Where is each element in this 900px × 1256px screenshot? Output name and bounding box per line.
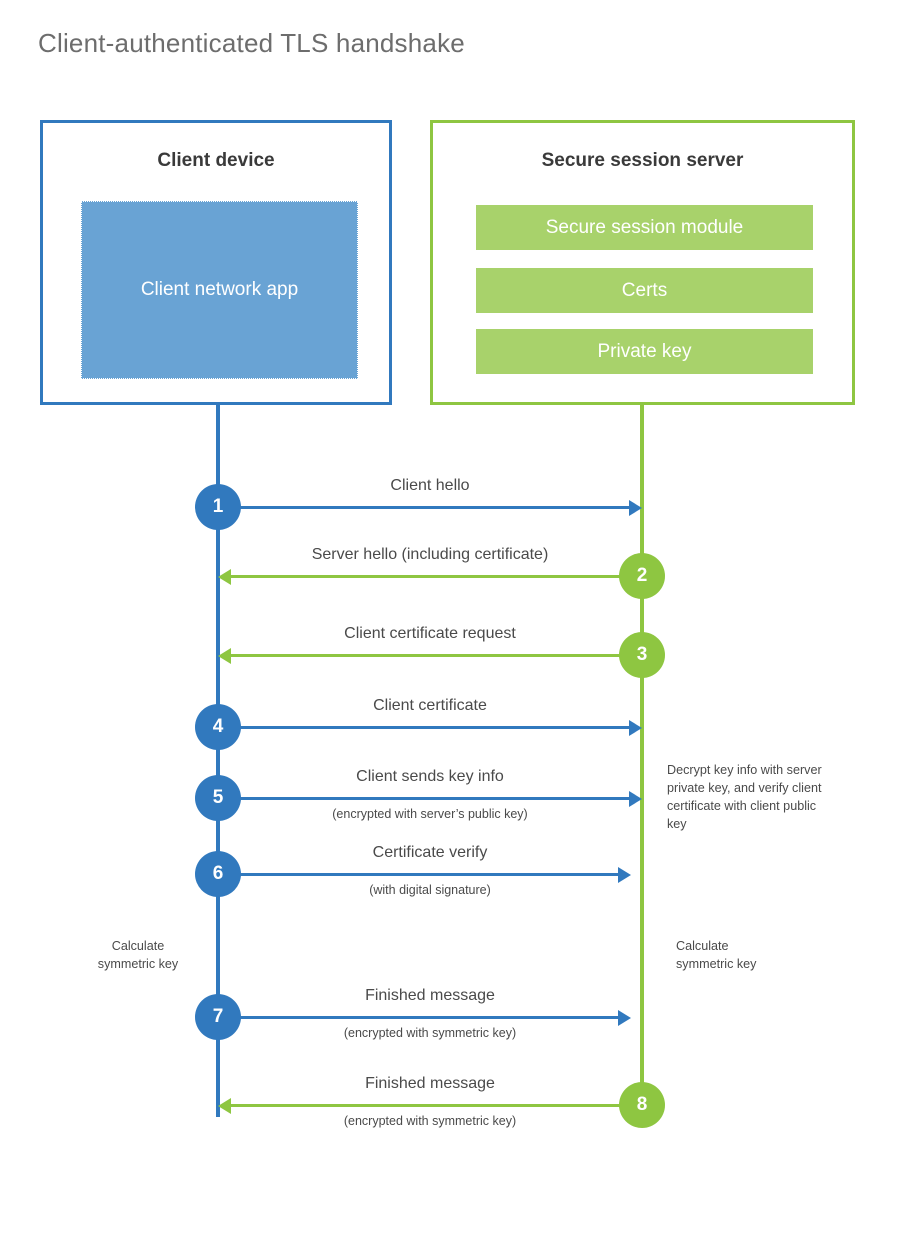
message-label: Certificate verify	[372, 844, 488, 861]
step-marker-1: 1	[195, 484, 241, 530]
message-label: Client hello	[390, 477, 470, 494]
server-service-bar-private-key: Private key	[476, 329, 813, 374]
arrow-line	[218, 1016, 618, 1019]
arrow-line	[231, 1104, 642, 1107]
step-number: 2	[636, 565, 648, 586]
step-marker-8: 8	[619, 1082, 665, 1128]
server-service-bar-secure-session-module: Secure session module	[476, 205, 813, 250]
server-lifeline	[640, 405, 644, 1105]
server-service-label: Secure session module	[545, 216, 744, 238]
server-service-label: Certs	[621, 279, 668, 301]
message-sublabel: (encrypted with server’s public key)	[332, 807, 528, 821]
message-label: Server hello (including certificate)	[311, 546, 549, 563]
message-label: Finished message	[365, 987, 495, 1004]
arrow-head-icon	[218, 648, 231, 664]
step-number: 7	[212, 1006, 224, 1027]
message-label: Client sends key info	[356, 768, 504, 785]
step-number: 5	[212, 787, 224, 808]
message-label: Client certificate request	[344, 625, 516, 642]
step-number: 4	[212, 716, 224, 737]
step-marker-5: 5	[195, 775, 241, 821]
message-sublabel: (with digital signature)	[369, 883, 491, 897]
client-device-title: Client device	[157, 150, 275, 171]
arrow-line	[231, 575, 642, 578]
arrow-line	[218, 506, 629, 509]
arrow-head-icon	[629, 791, 642, 807]
step-number: 8	[636, 1094, 648, 1115]
arrow-head-icon	[629, 720, 642, 736]
arrow-line	[218, 726, 629, 729]
secure-session-server-box: Secure session server Secure session mod…	[430, 120, 855, 405]
message-label: Client certificate	[373, 697, 487, 714]
client-lifeline	[216, 405, 220, 1117]
arrow-head-icon	[618, 867, 631, 883]
arrow-head-icon	[618, 1010, 631, 1026]
client-network-app-label: Client network app	[140, 279, 299, 301]
server-decrypt-note: Decrypt key info with server private key…	[667, 763, 822, 831]
arrow-head-icon	[218, 1098, 231, 1114]
arrow-head-icon	[218, 569, 231, 585]
server-service-bar-certs: Certs	[476, 268, 813, 313]
step-marker-7: 7	[195, 994, 241, 1040]
step-marker-3: 3	[619, 632, 665, 678]
step-marker-4: 4	[195, 704, 241, 750]
message-label: Finished message	[365, 1075, 495, 1092]
client-calculate-symmetric-key-note: Calculate symmetric key	[97, 939, 179, 971]
secure-session-server-title: Secure session server	[541, 150, 744, 171]
arrow-line	[218, 873, 618, 876]
step-marker-2: 2	[619, 553, 665, 599]
message-sublabel: (encrypted with symmetric key)	[343, 1026, 517, 1040]
step-marker-6: 6	[195, 851, 241, 897]
arrow-line	[231, 654, 642, 657]
step-number: 6	[212, 863, 224, 884]
arrow-line	[218, 797, 629, 800]
server-service-label: Private key	[597, 340, 692, 362]
step-number: 3	[636, 644, 648, 665]
step-number: 1	[212, 496, 224, 517]
arrow-head-icon	[629, 500, 642, 516]
page-title: Client-authenticated TLS handshake	[38, 28, 465, 58]
client-device-box: Client device Client network app	[40, 120, 392, 405]
message-sublabel: (encrypted with symmetric key)	[343, 1114, 517, 1128]
server-calculate-symmetric-key-note: Calculate symmetric key	[676, 939, 757, 971]
client-network-app-box: Client network app	[81, 201, 358, 379]
